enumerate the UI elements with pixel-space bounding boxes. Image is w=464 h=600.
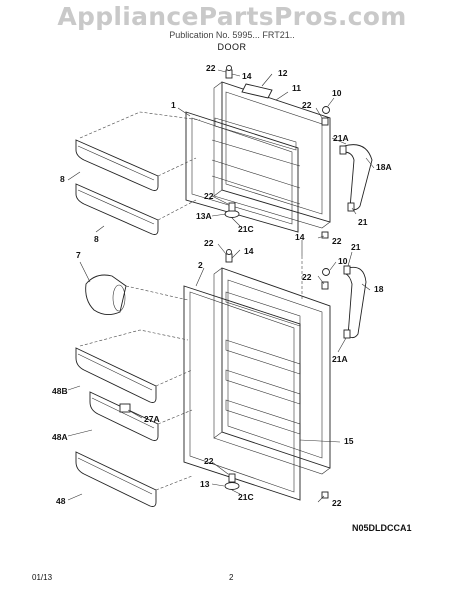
footer-date: 01/13 (32, 573, 53, 582)
section-title: DOOR (217, 42, 247, 52)
leader-lines (67, 69, 375, 503)
callout-7: 7 (76, 250, 81, 260)
freezer-handle (343, 144, 373, 211)
callout-12: 12 (278, 68, 288, 78)
callout-15: 15 (344, 436, 354, 446)
watermark: AppliancePartsPros.com (57, 2, 407, 31)
fresh-food-handle (345, 266, 367, 339)
callout-labels: 22 14 12 11 1 10 22 21A 18A 8 22 13A 21C… (52, 63, 392, 508)
label-plate (241, 83, 273, 99)
dairy-bin (85, 274, 189, 315)
page-number: 2 (229, 573, 234, 582)
publication-header: Publication No. 5995... FRT21.. (169, 30, 295, 40)
callout-2: 2 (198, 260, 203, 270)
callout-22: 22 (302, 272, 312, 282)
callout-1: 1 (171, 100, 176, 110)
callout-48: 48 (56, 496, 66, 506)
callout-21a: 21A (332, 354, 348, 364)
callout-48b: 48B (52, 386, 68, 396)
fresh-food-door-shelves (75, 329, 193, 507)
callout-21a: 21A (333, 133, 349, 143)
callout-14: 14 (295, 232, 305, 242)
freezer-door-shelves (75, 111, 201, 235)
callout-18: 18 (374, 284, 384, 294)
fresh-food-door-assembly (183, 249, 367, 501)
callout-27a: 27A (144, 414, 160, 424)
callout-21c: 21C (238, 224, 254, 234)
callout-22: 22 (204, 238, 214, 248)
freezer-gasket (185, 111, 299, 233)
fresh-food-gasket (183, 285, 301, 501)
callout-22: 22 (204, 456, 214, 466)
callout-22: 22 (302, 100, 312, 110)
callout-14: 14 (244, 246, 254, 256)
fresh-food-outer-door (221, 267, 331, 469)
callout-21c: 21C (238, 492, 254, 502)
callout-14: 14 (242, 71, 252, 81)
callout-13: 13 (200, 479, 210, 489)
callout-48a: 48A (52, 432, 68, 442)
callout-18a: 18A (376, 162, 392, 172)
freezer-door-assembly (185, 65, 373, 239)
callout-11: 11 (292, 83, 301, 93)
freezer-outer-door (221, 81, 331, 223)
callout-21: 21 (351, 242, 361, 252)
callout-10: 10 (338, 256, 348, 266)
callout-8: 8 (60, 174, 65, 184)
diagram-reference-code: N05DLDCCA1 (352, 523, 412, 533)
callout-22: 22 (332, 498, 342, 508)
callout-10: 10 (332, 88, 342, 98)
callout-8: 8 (94, 234, 99, 244)
callout-22: 22 (332, 236, 342, 246)
callout-13a: 13A (196, 211, 212, 221)
callout-22: 22 (204, 191, 214, 201)
callout-21: 21 (358, 217, 368, 227)
callout-22: 22 (206, 63, 216, 73)
